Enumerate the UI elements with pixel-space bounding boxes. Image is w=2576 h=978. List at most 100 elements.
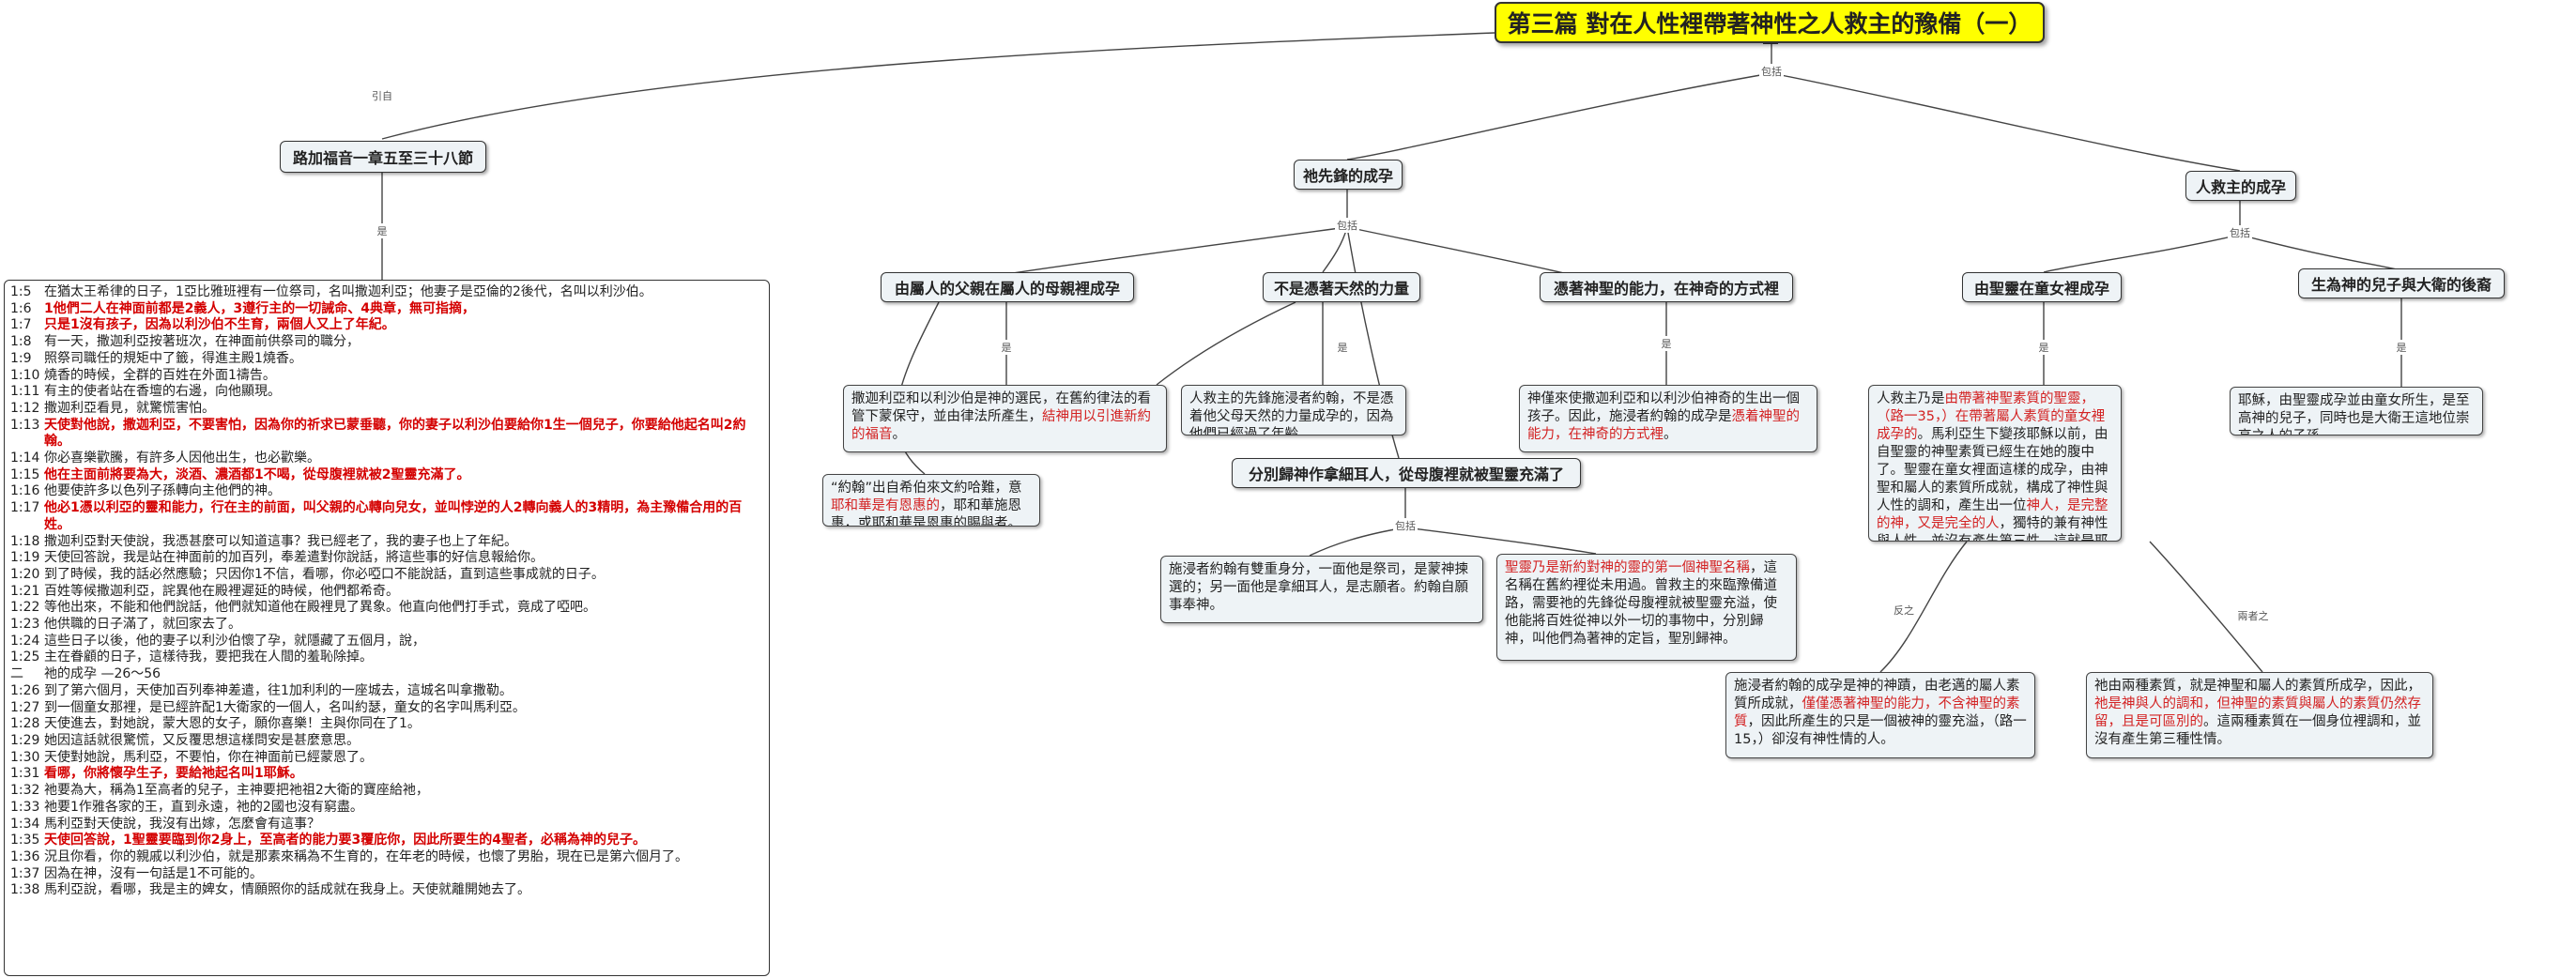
verse-text: 只是1沒有孩子，因為以利沙伯不生育，兩個人又上了年紀。 bbox=[44, 317, 395, 333]
verse-number: 1:12 bbox=[10, 400, 40, 416]
verse-text: 等他出來，不能和他們說話，他們就知道他在殿裡見了異象。他直向他們打手式，竟成了啞… bbox=[44, 600, 596, 616]
verse-text: 撒迦利亞看見，就驚慌害怕。 bbox=[44, 400, 215, 416]
verse-text: 馬利亞說，看哪，我是主的婢女，情願照你的話成就在我身上。天使就離開她去了。 bbox=[44, 882, 530, 898]
edge-spirit-both bbox=[2149, 541, 2263, 673]
verse-text: 照祭司職任的規矩中了籤，得進主殿1燒香。 bbox=[44, 350, 302, 366]
verse-text: 看哪，你將懷孕生子，要給祂起名叫1耶穌。 bbox=[44, 766, 303, 782]
verse-text: 撒迦利亞對天使說，我憑甚麼可以知道這事？我已經老了，我的妻子也上了年紀。 bbox=[44, 533, 517, 549]
node-nazarite[interactable]: 分別歸神作拿細耳人，從母腹裡就被聖靈充滿了 bbox=[1232, 458, 1581, 488]
edge-label-jing-david: 是 bbox=[2394, 340, 2409, 355]
verse-number: 1:16 bbox=[10, 483, 40, 499]
verse-text: 因為在神，沒有一句話是1不可能的。 bbox=[44, 865, 263, 881]
verse-number: 1:30 bbox=[10, 749, 40, 765]
node-luke-passage[interactable]: 路加福音一章五至三十八節 bbox=[280, 141, 486, 173]
node-son-of-god-david[interactable]: 生為神的兒子與大衛的後裔 bbox=[2298, 268, 2505, 298]
verse-number: 1:8 bbox=[10, 334, 32, 350]
verse-number: 1:14 bbox=[10, 451, 40, 466]
verse-number: 1:15 bbox=[10, 466, 40, 482]
note-divine[interactable]: 神僅來使撒迦利亞和以利沙伯神奇的生出一個孩子。因此，施浸者約翰的成孕是憑着神聖的… bbox=[1519, 385, 1817, 452]
verse-line: 1:35 天使回答說，1聖靈要臨到你2身上，至高者的能力要3覆庇你，因此所要生的4… bbox=[10, 833, 763, 849]
verse-number: 1:27 bbox=[10, 699, 40, 715]
verse-number: 1:31 bbox=[10, 766, 40, 782]
verse-number: 1:11 bbox=[10, 384, 40, 400]
verse-number: 1:10 bbox=[10, 367, 40, 383]
note-yuehan-meaning[interactable]: “約翰”出自希伯來文約哈難，意耶和華是有恩惠的，耶和華施恩惠，或耶和華是恩惠的賜… bbox=[822, 474, 1040, 527]
edge-label-baokuo-root: 包括 bbox=[1759, 64, 1784, 79]
edge-label-jing-parents: 是 bbox=[999, 340, 1014, 355]
verse-text: 有一天，撒迦利亞按著班次，在神面前供祭司的職分， bbox=[44, 334, 360, 350]
note-son-of-david[interactable]: 耶穌，由聖靈成孕並由童女所生，是至高神的兒子，同時也是大衛王這地位崇高之人的子孫… bbox=[2230, 387, 2483, 436]
note-parents[interactable]: 撒迦利亞和以利沙伯是神的選民，在舊約律法的看管下蒙保守，並由律法所產生，結神用以… bbox=[843, 385, 1167, 452]
node-forerunner-conception[interactable]: 祂先鋒的成孕 bbox=[1294, 160, 1403, 190]
edge-f-natural bbox=[1322, 226, 1348, 273]
verse-number: 1:37 bbox=[10, 865, 40, 881]
verse-text: 天使進去，對她說，蒙大恩的女子，願你喜樂！主與你同在了1。 bbox=[44, 716, 421, 732]
edge-f-divine bbox=[1346, 226, 1569, 275]
verse-text: 祂要為大，稱為1至高者的兒子，主神要把祂祖2大衛的寶座給祂， bbox=[44, 783, 429, 799]
verse-number: 1:17 bbox=[10, 500, 40, 516]
verse-text: 燒香的時候，全群的百姓在外面1禱告。 bbox=[44, 367, 276, 383]
edge-label-yinzi: 引自 bbox=[370, 88, 394, 103]
note-holy-spirit-name[interactable]: 聖靈乃是新約對神的靈的第一個神聖名稱，這名稱在舊約裡從未用過。曾救主的來臨豫備道… bbox=[1496, 554, 1797, 661]
verse-text: 主在眷顧的日子，這樣待我，要把我在人間的羞恥除掉。 bbox=[44, 649, 373, 665]
verses-box[interactable]: 1:5 在猶太王希律的日子，1亞比雅班裡有一位祭司，名叫撒迦利亞；他妻子是亞倫的2… bbox=[4, 280, 770, 976]
verse-line: 1:8 有一天，撒迦利亞按著班次，在神面前供祭司的職分， bbox=[10, 334, 763, 351]
edge-s-david bbox=[2239, 234, 2402, 271]
node-holy-spirit-virgin[interactable]: 由聖靈在童女裡成孕 bbox=[1962, 272, 2122, 302]
note-not-natural[interactable]: 人救主的先鋒施浸者約翰，不是憑着他父母天然的力量成孕的，因為他們已經過了年齡。 bbox=[1181, 385, 1406, 436]
root-title: 第三篇 對在人性裡帶著神性之人救主的豫備（一） bbox=[1507, 10, 2032, 38]
verse-text: 到了時候，我的話必然應驗；只因你1不信，看哪，你必啞口不能說話，直到這些事成就的… bbox=[44, 566, 605, 582]
verse-text: 他在主面前將要為大，淡酒、濃酒都1不喝，從母腹裡就被2聖靈充滿了。 bbox=[44, 466, 470, 482]
edge-twice-a bbox=[1309, 527, 1406, 557]
verse-number: 1:21 bbox=[10, 583, 40, 599]
verse-text: 到了第六個月，天使加百列奉神差遣，往1加利利的一座城去，這城名叫拿撒勒。 bbox=[44, 682, 513, 698]
verse-number: 1:20 bbox=[10, 566, 40, 582]
note-dual-identity[interactable]: 施浸者約翰有雙重身分，一面他是祭司，是蒙神揀選的；另一面他是拿細耳人，是志願者。… bbox=[1160, 556, 1483, 623]
verse-text: 他要使許多以色列子孫轉向主他們的神。 bbox=[44, 483, 281, 499]
verse-number: 1:5 bbox=[10, 284, 32, 299]
note-two-essences[interactable]: 祂由兩種素質，就是神聖和屬人的素質所成孕，因此，祂是神與人的調和，但神聖的素質與… bbox=[2086, 672, 2433, 758]
edge-root-luke bbox=[381, 32, 1495, 140]
verse-number: 1:9 bbox=[10, 350, 32, 366]
node-not-natural-power[interactable]: 不是憑著天然的力量 bbox=[1263, 272, 1420, 302]
verse-text: 天使回答說，1聖靈要臨到你2身上，至高者的能力要3覆庇你，因此所要生的4聖者，必… bbox=[44, 833, 646, 848]
verse-text: 1他們二人在神面前都是2義人，3遵行主的一切誡命、4典章，無可指摘， bbox=[44, 300, 475, 316]
edge-label-baokuo-fore: 包括 bbox=[1335, 218, 1359, 233]
edge-natural-note2 bbox=[1156, 301, 1296, 386]
verse-number: 1:6 bbox=[10, 300, 32, 316]
verse-text: 她因這話就很驚慌，又反覆思想這樣問安是甚麼意思。 bbox=[44, 732, 360, 748]
verse-text: 祂要1作雅各家的王，直到永遠，祂的2國也沒有窮盡。 bbox=[44, 799, 363, 815]
node-savior-conception[interactable]: 人救主的成孕 bbox=[2185, 171, 2296, 201]
verse-number: 1:23 bbox=[10, 617, 40, 633]
note-john-contrast[interactable]: 施浸者約翰的成孕是神的神蹟，由老邁的屬人素質所成就，僅僅憑著神聖的能力，不含神聖… bbox=[1725, 672, 2035, 758]
verse-text: 到一個童女那裡，是已經許配1大衛家的一個人，名叫約瑟，童女的名字叫馬利亞。 bbox=[44, 699, 526, 715]
note-spirit-conception[interactable]: 人救主乃是由帶著神聖素質的聖靈，（路一35，）在帶著屬人素質的童女裡成孕的。馬利… bbox=[1868, 385, 2122, 542]
verse-line: 1:6 1他們二人在神面前都是2義人，3遵行主的一切誡命、4典章，無可指摘， bbox=[10, 301, 763, 318]
verse-text: 他供職的日子滿了，就回家去了。 bbox=[44, 617, 241, 633]
node-human-parents[interactable]: 由屬人的父親在屬人的母親裡成孕 bbox=[881, 272, 1134, 302]
verse-number: 1:13 bbox=[10, 417, 40, 433]
verse-line: 1:9 照祭司職任的規矩中了籤，得進主殿1燒香。 bbox=[10, 351, 763, 368]
verse-text: 天使對他說，撒迦利亞，不要害怕，因為你的祈求已蒙垂聽，你的妻子以利沙伯要給你1生… bbox=[44, 417, 746, 450]
verse-line: 1:5 在猶太王希律的日子，1亞比雅班裡有一位祭司，名叫撒迦利亞；他妻子是亞倫的2… bbox=[10, 284, 763, 301]
verse-number: 二 bbox=[10, 666, 23, 682]
root-title-node[interactable]: 第三篇 對在人性裡帶著神性之人救主的豫備（一） bbox=[1495, 2, 2045, 43]
verse-number: 1:35 bbox=[10, 833, 40, 848]
verse-text: 在猶太王希律的日子，1亞比雅班裡有一位祭司，名叫撒迦利亞；他妻子是亞倫的2後代，… bbox=[44, 284, 652, 299]
node-divine-power[interactable]: 憑著神聖的能力，在神奇的方式裡 bbox=[1540, 272, 1793, 302]
